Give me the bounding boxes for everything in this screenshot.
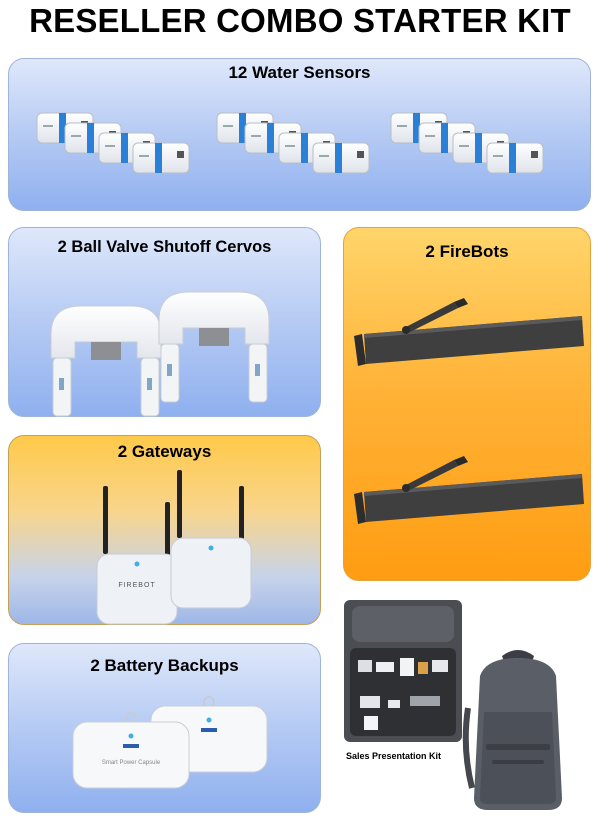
battery-label: Smart Power Capsule xyxy=(101,760,161,766)
firebots-title: 2 FireBots xyxy=(425,242,509,261)
firebots-image xyxy=(354,298,584,524)
firebots-panel: 2 FireBots xyxy=(343,227,591,581)
gateways-image xyxy=(96,469,252,625)
sales-kit-caption: Sales Presentation Kit xyxy=(346,751,442,761)
gateway-label: FIREBOT xyxy=(118,582,156,589)
valve-servos-image xyxy=(50,291,270,417)
gateways-panel: 2 Gateways FIREBOT xyxy=(8,435,321,625)
backpack-image xyxy=(462,650,562,810)
battery-backups-image xyxy=(72,696,268,789)
valve-servos-title: 2 Ball Valve Shutoff Cervos xyxy=(57,238,272,256)
gateways-title: 2 Gateways xyxy=(117,442,212,461)
sales-kit-case-image xyxy=(344,600,462,742)
water-sensors-panel: 12 Water Sensors xyxy=(8,58,591,211)
battery-backups-title: 2 Battery Backups xyxy=(90,656,239,675)
water-sensors-title: 12 Water Sensors xyxy=(228,63,371,82)
water-sensors-image xyxy=(9,59,592,212)
valve-servos-panel: 2 Ball Valve Shutoff Cervos xyxy=(8,227,321,417)
battery-backups-panel: 2 Battery Backups Smart Power Capsule xyxy=(8,643,321,813)
page-title: RESELLER COMBO STARTER KIT xyxy=(29,2,571,39)
